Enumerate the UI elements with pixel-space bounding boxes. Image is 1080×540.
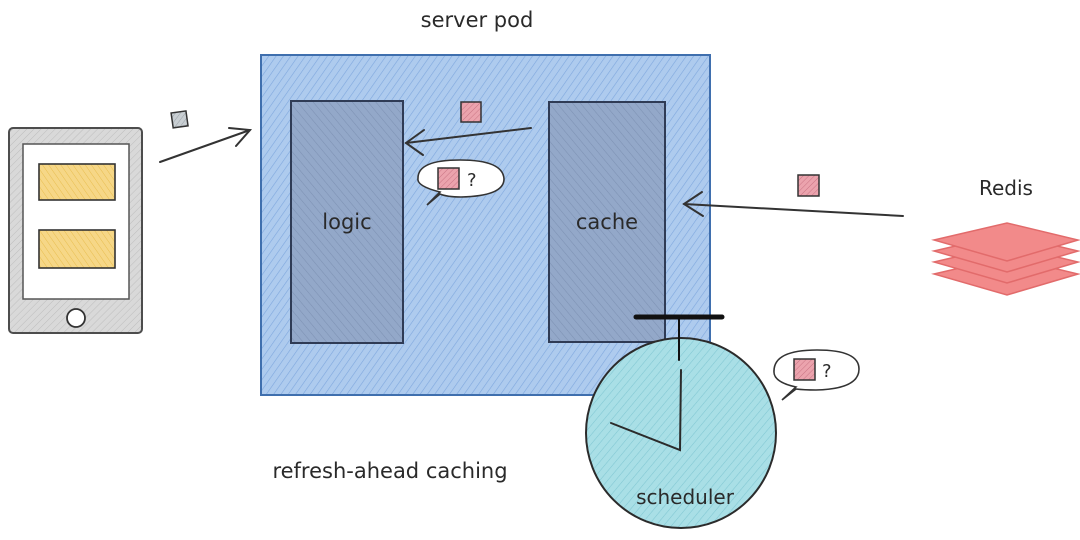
- speech-bubble-icon: ?: [417, 159, 505, 206]
- request-arrow: [159, 127, 253, 163]
- scheduler-question-mark: ?: [822, 361, 832, 382]
- logic-box: logic: [290, 100, 404, 344]
- data-square-icon: [170, 110, 189, 129]
- caption: refresh-ahead caching: [272, 459, 507, 483]
- data-square-icon: [460, 101, 482, 123]
- speech-bubble-icon: ?: [773, 349, 860, 401]
- scheduler-clock-icon: scheduler: [585, 337, 777, 529]
- redis-stack-icon: [931, 222, 1080, 296]
- logic-label: logic: [322, 210, 371, 234]
- cache-box: cache: [548, 101, 666, 343]
- logic-question-mark: ?: [467, 170, 477, 191]
- scheduler-label: scheduler: [636, 485, 735, 509]
- redis-to-cache-arrow: [682, 191, 904, 217]
- scheduler-connector: [633, 314, 725, 361]
- phone-icon: [8, 127, 143, 334]
- data-square-icon: [797, 174, 820, 197]
- redis-label: Redis: [979, 176, 1033, 200]
- cache-label: cache: [576, 210, 638, 234]
- cache-to-logic-arrow: [404, 127, 532, 156]
- server-pod-title: server pod: [421, 8, 534, 32]
